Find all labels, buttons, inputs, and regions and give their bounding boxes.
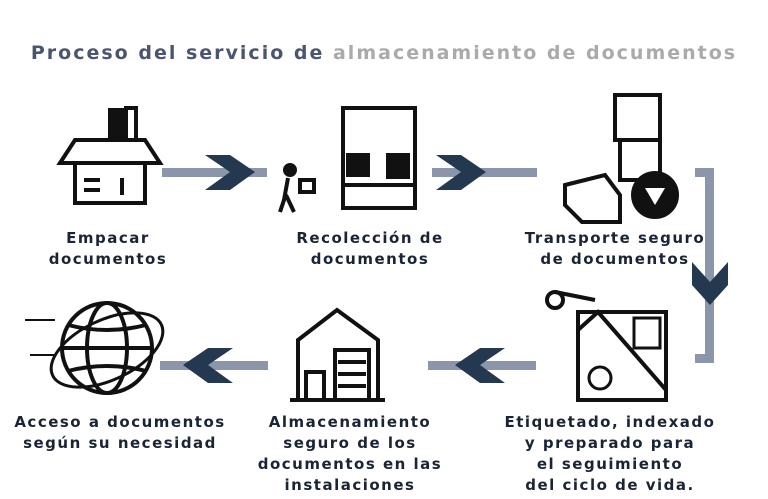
title-part-dark: Proceso del servicio de	[30, 42, 325, 64]
box-icon	[56, 106, 164, 205]
step-label-access: Acceso a documentos según su necesidad	[14, 413, 226, 452]
boxes-shield-icon	[563, 93, 679, 224]
chevron-right-icon	[205, 155, 255, 190]
arrow-bar	[428, 361, 536, 370]
chevron-left-icon	[183, 348, 233, 383]
step-label-storage: Almacenamiento seguro de los documentos …	[257, 413, 443, 494]
globe-icon	[25, 301, 165, 395]
arrow-bar	[160, 361, 268, 370]
step-label-labeling: Etiquetado, indexado y preparado para el…	[504, 413, 716, 494]
arrow-bar	[162, 168, 267, 177]
truck-pickup-icon	[278, 106, 417, 213]
connector-bar	[695, 168, 708, 177]
step-label-transport: Transporte seguro de documentos	[524, 229, 706, 268]
warehouse-icon	[290, 307, 385, 402]
label-box-icon	[545, 290, 668, 402]
step-label-pickup: Recolección de documentos	[296, 229, 444, 268]
step-label-pack: Empacar documentos	[48, 229, 168, 268]
chevron-left-icon	[455, 348, 505, 383]
diagram-title: Proceso del servicio de almacenamiento d…	[0, 42, 768, 64]
title-part-light: almacenamiento de documentos	[332, 42, 738, 64]
chevron-right-icon	[436, 155, 486, 190]
connector-bar	[695, 354, 714, 363]
chevron-down-icon	[692, 262, 728, 305]
connector-bar	[705, 168, 714, 363]
